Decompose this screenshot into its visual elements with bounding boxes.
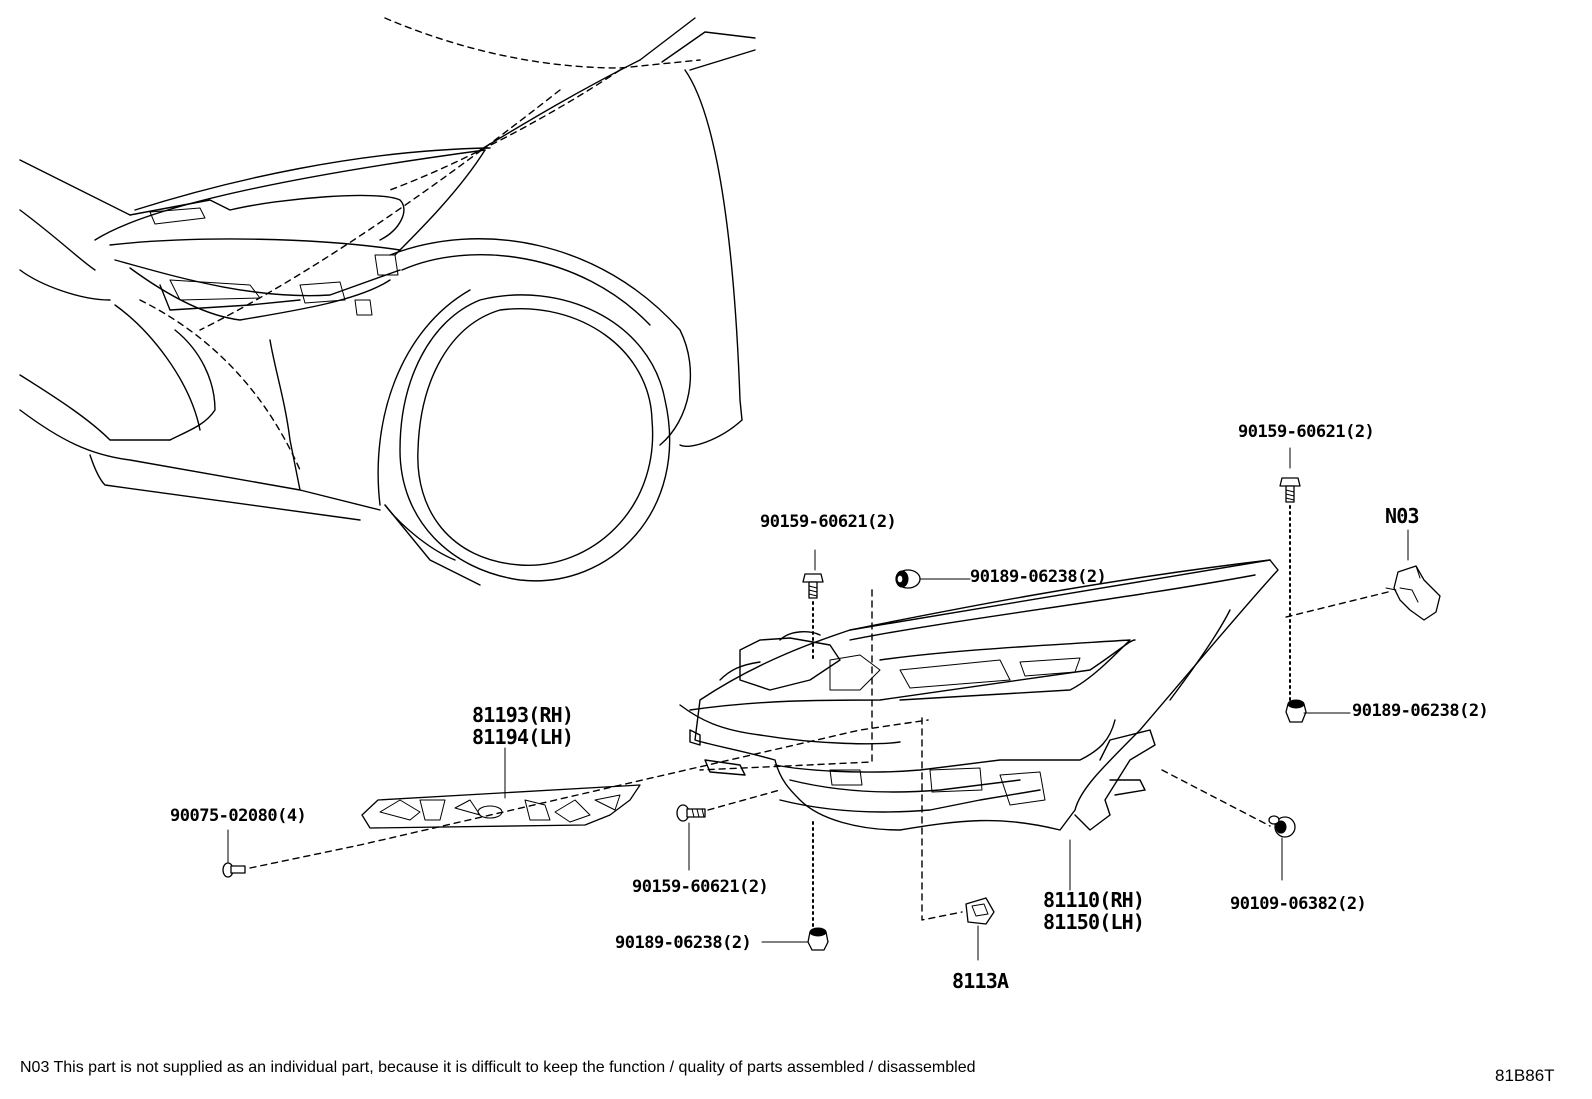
callout-nut-top: 90189-06238(2) xyxy=(970,567,1107,587)
nut-bottom-icon xyxy=(807,927,829,951)
screw-icon xyxy=(222,862,246,878)
vehicle-front-illustration xyxy=(19,17,756,586)
bracket-illustration xyxy=(361,784,641,829)
callout-lamp-lh: 81150(LH) xyxy=(1043,910,1145,934)
nut-right-icon xyxy=(1285,699,1307,723)
callout-bracket-lh: 81194(LH) xyxy=(472,725,574,749)
diagram-code: 81B86T xyxy=(1495,1066,1555,1085)
leader-lines xyxy=(227,447,1409,961)
headlamp-assembly-illustration xyxy=(679,559,1279,831)
callout-lamp-rh: 81110(RH) xyxy=(1043,888,1145,912)
callout-bracket-rh: 81193(RH) xyxy=(472,703,574,727)
bolt-top-right-icon xyxy=(1279,477,1301,503)
nut-right-low-icon xyxy=(1268,815,1296,838)
n03-actuator-icon xyxy=(1385,565,1441,621)
callout-screw: 90075-02080(4) xyxy=(170,806,307,826)
socket-8113a-icon xyxy=(965,897,995,925)
footnote-n03: N03 This part is not supplied as an indi… xyxy=(20,1059,976,1076)
callout-bolt-lower: 90159-60621(2) xyxy=(632,877,769,897)
callout-nut-right: 90189-06238(2) xyxy=(1352,701,1489,721)
nut-top-icon xyxy=(895,569,921,589)
callout-nut-right-low: 90109-06382(2) xyxy=(1230,894,1367,914)
bolt-left-icon xyxy=(802,573,824,599)
callout-bolt-left: 90159-60621(2) xyxy=(760,512,897,532)
callout-socket: 8113A xyxy=(952,969,1009,993)
callout-n03: N03 xyxy=(1385,504,1420,528)
callout-bolt-top-right: 90159-60621(2) xyxy=(1238,422,1375,442)
bolt-lower-icon xyxy=(676,804,706,822)
callout-nut-bottom: 90189-06238(2) xyxy=(615,933,752,953)
